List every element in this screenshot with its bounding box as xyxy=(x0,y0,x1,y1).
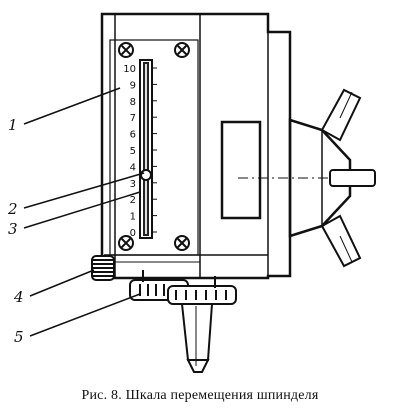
figure-caption: Рис. 8. Шкала перемещения шпинделя xyxy=(81,388,319,403)
knurled-knob xyxy=(91,255,115,281)
callout-1: 1 xyxy=(8,116,18,134)
screw-icon xyxy=(118,42,134,58)
scale-label: 8 xyxy=(130,97,136,108)
housing-window xyxy=(220,120,262,220)
scale-label: 5 xyxy=(130,146,136,157)
screw-icon xyxy=(174,42,190,58)
scale-label: 4 xyxy=(130,162,136,173)
scale-label: 2 xyxy=(130,195,136,206)
pointer xyxy=(140,169,152,181)
leader-lines xyxy=(23,87,145,337)
scale-label: 1 xyxy=(130,212,136,223)
lower-knurled-rings xyxy=(129,270,237,305)
handle-arms xyxy=(320,88,376,268)
scale-label: 9 xyxy=(130,80,136,91)
scale-label: 3 xyxy=(130,179,136,190)
callout-2: 2 xyxy=(7,200,18,218)
scale-label: 7 xyxy=(130,113,136,124)
callout-5: 5 xyxy=(14,328,24,346)
screw-icon xyxy=(118,235,134,251)
spindle xyxy=(180,303,214,373)
scale-label: 10 xyxy=(123,64,136,75)
callout-3: 3 xyxy=(8,220,18,238)
scale-label: 6 xyxy=(130,130,136,141)
scale-label: 0 xyxy=(130,228,136,239)
callout-4: 4 xyxy=(13,288,24,306)
screw-icon xyxy=(174,235,190,251)
scale-plate xyxy=(109,39,199,256)
